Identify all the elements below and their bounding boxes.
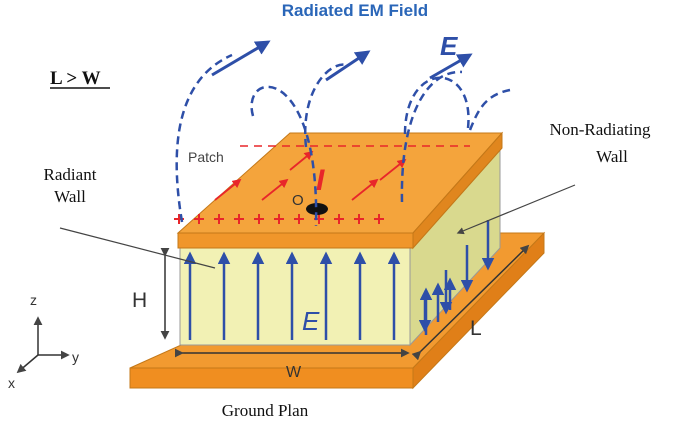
axis-z-label: z <box>30 292 37 308</box>
current-label: I <box>316 164 325 197</box>
axes-icon <box>16 316 70 374</box>
non-radiating-wall-label-line1: Non-Radiating <box>549 120 651 139</box>
non-radiating-wall-label-line2: Wall <box>596 147 628 166</box>
condition-label: L > W <box>50 68 101 89</box>
feed-point-label: O <box>292 192 304 209</box>
radiant-wall-label-line2: Wall <box>54 187 86 206</box>
axis-y-label: y <box>72 349 79 365</box>
surface-current-arrows <box>214 150 407 201</box>
length-label: L <box>470 317 482 340</box>
length-dimension-arrow <box>411 244 530 361</box>
radiant-wall-face <box>179 247 411 346</box>
axis-x-label: x <box>8 375 15 391</box>
ground-plan-label: Ground Plan <box>222 401 309 420</box>
patch-label: Patch <box>188 149 224 165</box>
width-label: W <box>286 364 302 381</box>
title-label: Radiated EM Field <box>282 1 428 20</box>
height-label: H <box>132 289 147 312</box>
non-radiating-wall-pointer <box>456 184 576 235</box>
radiant-wall-pointer <box>59 227 216 269</box>
patch-plate <box>176 131 504 250</box>
front-wall-e-field-arrows <box>183 251 401 340</box>
radiant-wall-label-line1: Radiant <box>44 165 97 184</box>
e-field-wall-label: E <box>302 306 320 336</box>
radiated-field-arrowheads <box>211 40 473 82</box>
feed-point-dot <box>306 203 328 215</box>
e-field-top-label: E <box>440 31 458 61</box>
charge-plus-row <box>174 214 384 224</box>
radiated-field-arcs <box>175 53 511 227</box>
